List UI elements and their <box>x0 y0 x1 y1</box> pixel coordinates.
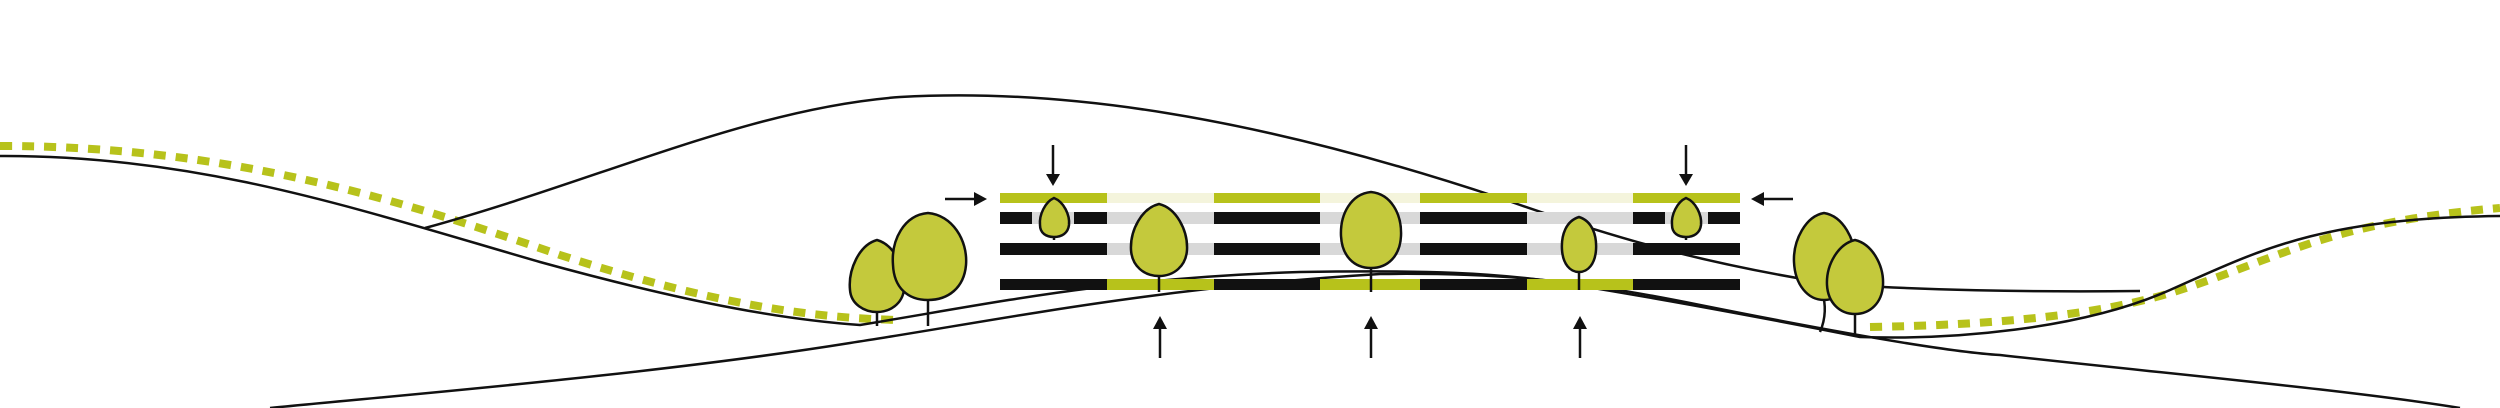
arrow-up-icon <box>1573 316 1587 358</box>
arrow-up-icon <box>1153 316 1167 358</box>
tree-icon <box>1560 215 1598 290</box>
arrow-up-icon <box>1364 316 1378 358</box>
floor-slab <box>1000 243 1107 255</box>
arrow-right-icon <box>945 192 987 206</box>
floor-slab <box>1074 212 1107 224</box>
floor-slab <box>1420 212 1527 224</box>
terrain-line-lower-ground <box>269 272 2461 408</box>
floor-slab <box>1708 212 1740 224</box>
tree-icon <box>1129 202 1189 292</box>
tree-icon <box>1825 238 1885 336</box>
arrow-down-icon <box>1046 145 1060 186</box>
floor-slab <box>1000 212 1032 224</box>
arrow-left-icon <box>1751 192 1793 206</box>
floor-slab <box>1214 279 1320 290</box>
floor-slab <box>1633 212 1665 224</box>
floor-slab <box>1000 279 1107 290</box>
dashed-path-right <box>1869 204 2500 331</box>
floor-slab <box>1214 212 1320 224</box>
floor-slab <box>1420 243 1527 255</box>
floor-slab <box>1633 279 1740 290</box>
floor-slab <box>1214 243 1320 255</box>
tree-icon <box>1038 196 1071 240</box>
roof-segment <box>1214 193 1320 203</box>
tree-icon <box>1339 190 1403 292</box>
terrain-line-left-ground <box>0 154 2500 339</box>
floor-slab <box>1420 279 1527 290</box>
floor-slab <box>1633 243 1740 255</box>
arrow-down-icon <box>1679 145 1693 186</box>
tree-icon <box>1670 196 1703 240</box>
tree-icon <box>891 211 968 326</box>
roof-segment <box>1420 193 1527 203</box>
dashed-path-left <box>0 142 901 324</box>
trees <box>848 190 1885 336</box>
arrows <box>945 145 1793 358</box>
